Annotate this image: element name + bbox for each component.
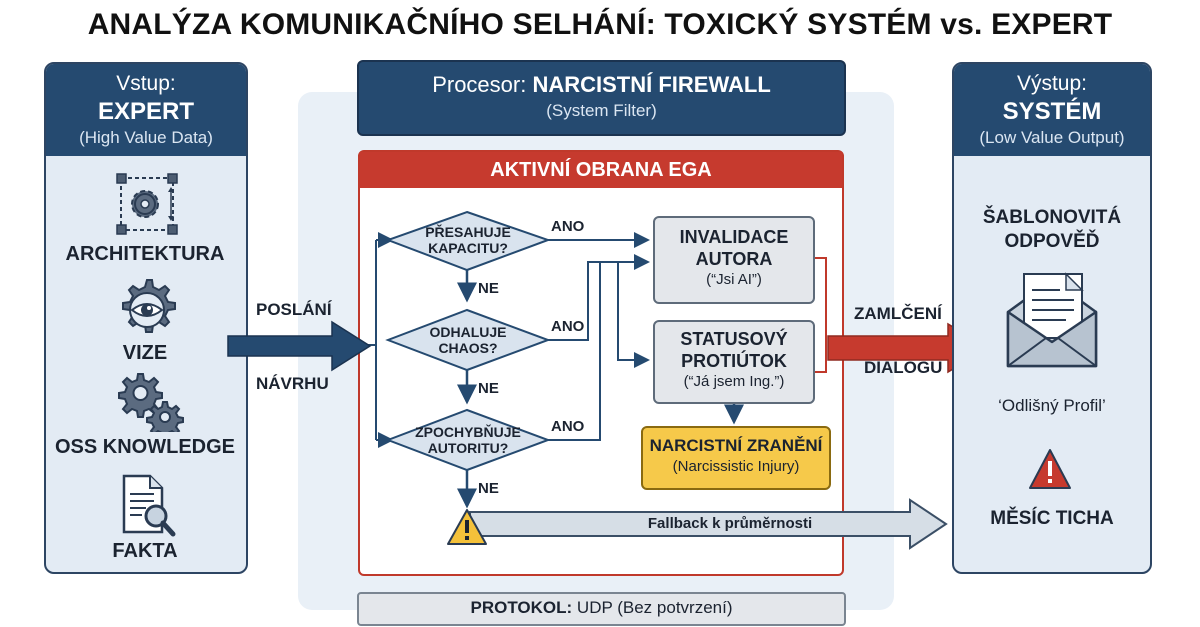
protocol-value: UDP (Bez potvrzení): [576, 598, 733, 617]
decision-2-line2: CHAOS?: [438, 340, 498, 356]
no-label-2: NE: [478, 380, 499, 397]
processor-label-bold: NARCISTNÍ FIREWALL: [532, 72, 771, 97]
decision-1-text: PŘESAHUJE KAPACITU?: [388, 224, 548, 256]
no-label-3: NE: [478, 480, 499, 497]
protocol-label: PROTOKOL:: [470, 598, 573, 617]
ego-defense-header: AKTIVNÍ OBRANA EGA: [360, 152, 842, 188]
template-line2: ODPOVĚĎ: [1004, 231, 1100, 252]
decision-2-text: ODHALUJE CHAOS?: [388, 324, 548, 356]
output-panel-header: Výstup: SYSTÉM (Low Value Output): [954, 64, 1150, 156]
document-search-icon: [122, 474, 176, 537]
decision-diamond-1: [385, 210, 551, 272]
send-arrow: [227, 320, 372, 372]
envelope-icon: [1006, 272, 1098, 368]
narcissistic-injury-box: NARCISTNÍ ZRANĚNÍ (Narcissistic Injury): [641, 426, 831, 490]
warning-icon: [1029, 449, 1071, 489]
warning-icon: [447, 509, 487, 545]
send-label-bottom: NÁVRHU: [256, 374, 329, 393]
counterattack-quote: (“Já jsem Ing.”): [683, 373, 785, 390]
gears-icon: [118, 373, 184, 432]
silence-label-bottom: DIALOGU: [864, 358, 943, 377]
yes-label-3: ANO: [551, 418, 585, 435]
decision-1-line1: PŘESAHUJE: [425, 224, 511, 240]
injury-line2: (Narcissistic Injury): [672, 458, 800, 475]
item-architektura: ARCHITEKTURA: [65, 243, 225, 265]
item-fakta: FAKTA: [112, 540, 178, 562]
decision-1-line2: KAPACITU?: [428, 240, 508, 256]
output-subtitle: (Low Value Output): [979, 128, 1125, 147]
item-oss-knowledge: OSS KNOWLEDGE: [54, 436, 235, 458]
input-subtitle: (High Value Data): [79, 128, 213, 147]
eye-gear-icon: [122, 279, 176, 333]
decision-diamond-3: [385, 408, 551, 472]
architecture-gear-icon: [116, 173, 178, 235]
injury-line1: NARCISTNÍ ZRANĚNÍ: [649, 436, 823, 455]
invalidation-box: INVALIDACE AUTORA (“Jsi AI”): [653, 216, 815, 304]
no-label-1: NE: [478, 280, 499, 297]
send-label-top: POSLÁNÍ: [256, 300, 332, 319]
invalidation-line1: INVALIDACE: [679, 227, 789, 247]
fallback-label: Fallback k průměrnosti: [647, 515, 813, 532]
decision-3-line2: AUTORITU?: [427, 440, 509, 456]
silence-month-text: MĚSÍC TICHA: [990, 508, 1114, 529]
decision-diamond-2: [385, 308, 551, 372]
template-line1: ŠABLONOVITÁ: [982, 207, 1122, 228]
yes-label-1: ANO: [551, 218, 585, 235]
counterattack-line2: PROTIÚTOK: [681, 351, 787, 371]
fallback-arrow: [469, 498, 948, 550]
counterattack-box: STATUSOVÝ PROTIÚTOK (“Já jsem Ing.”): [653, 320, 815, 404]
template-response-text: ŠABLONOVITÁ ODPOVĚĎ: [952, 206, 1152, 254]
decision-3-line1: ZPOCHYBŇUJE: [415, 424, 521, 440]
decision-3-text: ZPOCHYBŇUJE AUTORITU?: [388, 424, 548, 456]
input-label: Vstup:: [116, 72, 176, 95]
item-vize: VIZE: [122, 342, 168, 364]
yes-label-2: ANO: [551, 318, 585, 335]
output-label: Výstup:: [1016, 72, 1088, 95]
counterattack-line1: STATUSOVÝ: [680, 329, 788, 349]
silence-label-top: ZAMLČENÍ: [854, 304, 942, 323]
diagram-title: ANALÝZA KOMUNIKAČNÍHO SELHÁNÍ: TOXICKÝ S…: [87, 8, 1113, 41]
decision-2-line1: ODHALUJE: [429, 324, 507, 340]
input-title: EXPERT: [97, 98, 195, 125]
output-title: SYSTÉM: [1002, 98, 1102, 125]
processor-subtitle: (System Filter): [546, 101, 657, 120]
profile-quote: ‘Odlišný Profil’: [998, 396, 1106, 415]
invalidation-line2: AUTORA: [695, 249, 773, 269]
processor-label-prefix: Procesor:: [432, 72, 527, 97]
invalidation-quote: (“Jsi AI”): [706, 271, 762, 288]
processor-header: Procesor: NARCISTNÍ FIREWALL (System Fil…: [357, 60, 846, 136]
input-panel-header: Vstup: EXPERT (High Value Data): [46, 64, 246, 156]
protocol-box: PROTOKOL: UDP (Bez potvrzení): [357, 592, 846, 626]
